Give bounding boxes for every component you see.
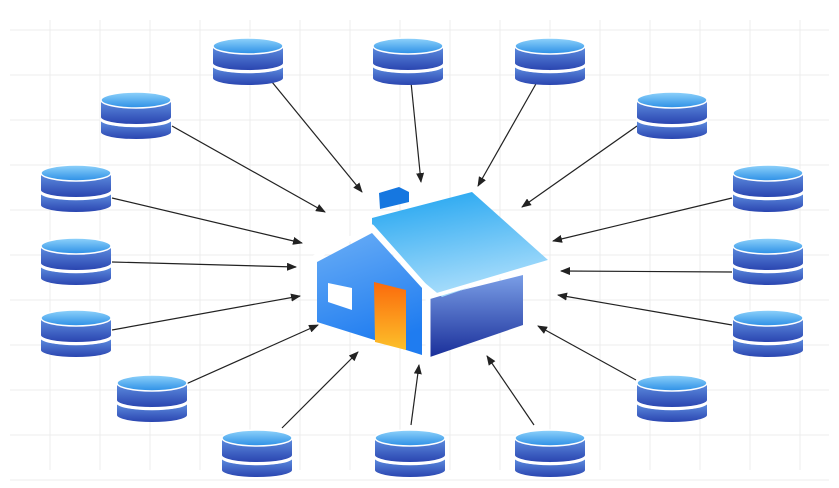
database-icon	[371, 37, 445, 85]
arrow	[521, 125, 638, 208]
roof-trim	[304, 224, 431, 357]
house-door	[374, 282, 406, 350]
chimney	[379, 187, 409, 209]
arrow	[271, 81, 363, 193]
arrow	[410, 364, 422, 426]
arrow	[171, 125, 326, 213]
data-warehouse-house-icon	[304, 187, 549, 357]
arrow	[477, 81, 538, 187]
house-roof	[372, 192, 548, 297]
arrow	[486, 355, 535, 426]
arrow	[111, 197, 303, 245]
arrow	[111, 293, 301, 331]
database-icon	[731, 164, 805, 212]
arrows	[111, 81, 733, 429]
database-icon	[220, 429, 294, 477]
arrow	[537, 325, 637, 381]
arrow	[410, 81, 425, 183]
arrow	[281, 351, 359, 429]
database-icon	[731, 309, 805, 357]
arrow	[552, 197, 733, 243]
database-icon	[39, 237, 113, 285]
database-icon	[39, 164, 113, 212]
house-window	[328, 283, 352, 310]
arrow	[557, 292, 733, 326]
arrow	[111, 261, 297, 271]
database-icon	[513, 429, 587, 477]
database-icon	[635, 374, 709, 422]
database-icon	[211, 37, 285, 85]
database-icon	[373, 429, 447, 477]
house-right-wall	[430, 275, 523, 357]
database-icon	[115, 374, 189, 422]
database-icon	[99, 91, 173, 139]
arrow	[560, 267, 733, 276]
data-sources	[39, 37, 805, 477]
database-icon	[731, 237, 805, 285]
database-icon	[635, 91, 709, 139]
arrow	[185, 324, 319, 385]
database-icon	[513, 37, 587, 85]
database-icon	[39, 309, 113, 357]
roof-trim-right	[429, 260, 549, 299]
